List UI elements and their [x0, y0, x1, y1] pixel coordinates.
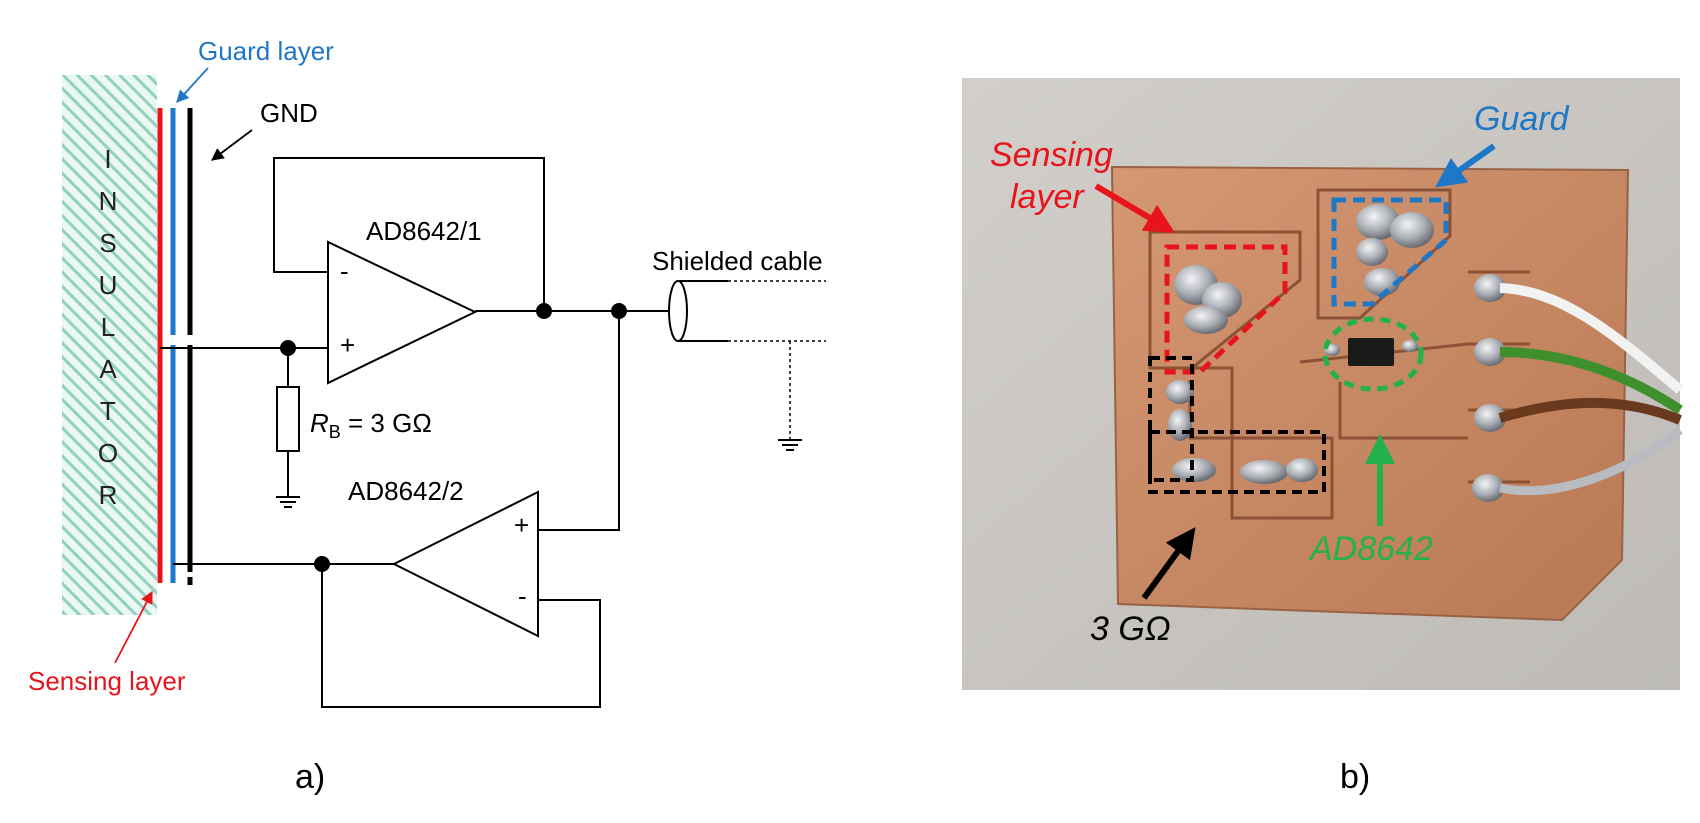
insulator-letter: S — [99, 228, 116, 258]
sensing-layer-label: Sensing layer — [28, 666, 186, 696]
opamp-2: + - AD8642/2 — [348, 476, 539, 638]
opamp-1-triangle — [327, 240, 478, 385]
insulator-block — [62, 75, 157, 615]
guard-layer-label: Guard layer — [198, 36, 334, 66]
opamp-1-feedback-wire — [273, 157, 545, 311]
panel-a-caption: a) — [295, 758, 325, 796]
opamp-1-minus: - — [340, 256, 349, 286]
insulator-letter: N — [99, 186, 118, 216]
insulator-letter: I — [104, 144, 111, 174]
opamp-1-plus: + — [340, 330, 355, 360]
pcb-photo-panel: Sensing layer Guard AD8642 3 GΩ b) — [962, 78, 1684, 796]
opamp-2-triangle — [391, 490, 539, 638]
chip-label: AD8642 — [1308, 530, 1433, 568]
opamp-2-minus-wire — [321, 564, 601, 708]
guard-arrow — [1435, 143, 1496, 188]
opamp-2-minus: - — [518, 581, 527, 611]
opamp-2-label: AD8642/2 — [348, 476, 464, 506]
opamp-2-plus: + — [514, 510, 529, 540]
shielded-cable: Shielded cable — [652, 246, 826, 451]
ground-symbol-2 — [778, 439, 802, 451]
cable-wires — [1498, 283, 1684, 496]
resistor-subscript: B — [329, 422, 341, 442]
resistor-box-2 — [1148, 430, 1326, 494]
schematic-panel: I N S U L A T O R Guard layer GND Sensin… — [28, 36, 826, 796]
gnd-arrow — [210, 129, 253, 161]
ground-symbol-1 — [276, 496, 300, 508]
panel-b-caption: b) — [1340, 758, 1370, 796]
resistor-symbol: R — [310, 408, 329, 438]
opamp-chip — [1348, 338, 1394, 366]
chip-circle — [1322, 316, 1424, 392]
node-guard — [314, 556, 330, 572]
resistor-value: = 3 GΩ — [341, 408, 432, 438]
resistor-box — [1148, 356, 1194, 482]
insulator-letter: U — [99, 270, 118, 300]
resistor-arrow — [1141, 527, 1196, 600]
resistor-label: RB = 3 GΩ — [310, 408, 432, 442]
sensing-arrow — [1094, 183, 1176, 234]
insulator-letter: L — [101, 312, 115, 342]
insulator-letter: O — [98, 438, 118, 468]
node-output — [536, 303, 552, 319]
cable-end — [668, 280, 688, 342]
sensing-layer-box — [1164, 244, 1288, 375]
gnd-label: GND — [260, 98, 318, 128]
resistor-photo-label: 3 GΩ — [1090, 610, 1171, 648]
opamp-2-plus-wire — [538, 311, 620, 531]
cable-label: Shielded cable — [652, 246, 823, 276]
resistor-rb — [276, 386, 300, 452]
insulator-letter: T — [100, 396, 116, 426]
opamp-1-label: AD8642/1 — [366, 216, 482, 246]
insulator-letter: A — [99, 354, 117, 384]
sensing-label-line2: layer — [1010, 178, 1085, 216]
insulator-letters: I N S U L A T O R — [98, 144, 118, 510]
guard-box — [1331, 197, 1449, 307]
opamp-1: - + AD8642/1 — [327, 216, 482, 385]
insulator-letter: R — [99, 480, 118, 510]
guard-layer-arrow — [176, 67, 209, 103]
guard-label: Guard — [1474, 100, 1570, 138]
sensing-label-line1: Sensing — [990, 136, 1113, 174]
sensing-layer-arrow — [114, 590, 153, 664]
solder-blobs — [1166, 204, 1506, 502]
